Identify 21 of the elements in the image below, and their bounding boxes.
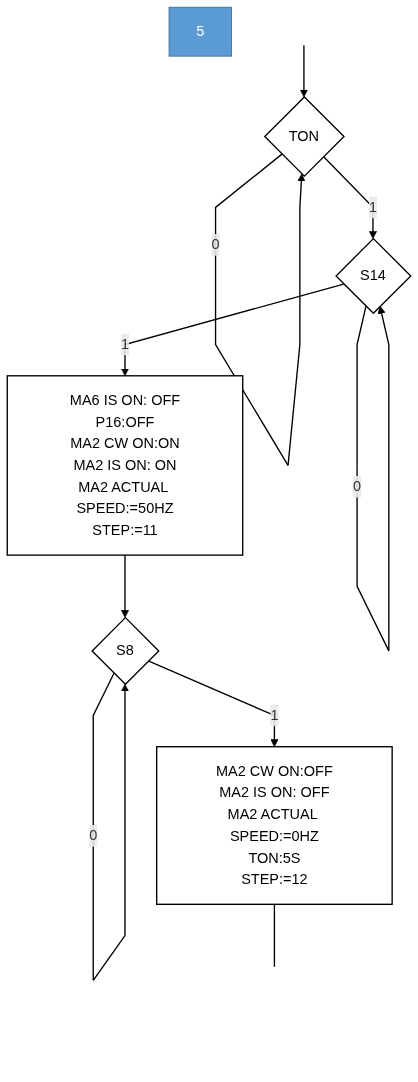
arrow	[356, 305, 390, 652]
connector	[273, 903, 276, 968]
arrow	[121, 554, 129, 618]
node-diamond: TON	[263, 95, 345, 178]
edge-label: 0	[211, 236, 220, 253]
edge-label: 1	[120, 336, 130, 352]
node-box: MA6 IS ON: OFF P16:OFF MA2 CW ON:ON MA2 IS ON: ON MA2 ACTUAL SPEED:=50HZ STEP:=11	[6, 375, 244, 556]
arrow	[92, 672, 129, 981]
arrow	[322, 155, 377, 239]
node-diamond: S8	[91, 616, 160, 686]
arrow	[147, 660, 279, 748]
edge-label: 1	[368, 199, 377, 215]
edge-label: 1	[270, 707, 279, 723]
arrow	[214, 153, 306, 467]
node-box: MA2 CW ON:OFF MA2 IS ON: OFF MA2 ACTUAL SPEED:=0HZ TON:5S STEP:=12	[156, 746, 393, 905]
node-box: 5	[168, 6, 232, 57]
arrow	[299, 44, 308, 98]
edge-label: 0	[89, 827, 98, 844]
arrow	[121, 283, 345, 377]
edge-label: 0	[353, 478, 362, 494]
node-diamond: S14	[335, 237, 412, 315]
